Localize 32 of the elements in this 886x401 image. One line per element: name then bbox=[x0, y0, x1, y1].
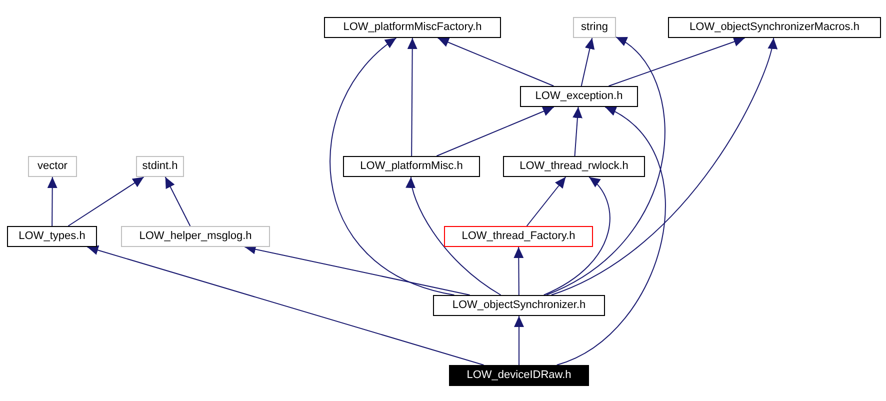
file-box: LOW_objectSynchronizer.h bbox=[433, 295, 605, 316]
file-box: LOW_types.h bbox=[7, 226, 97, 247]
arrow bbox=[580, 38, 595, 86]
file-box: LOW_exception.h bbox=[520, 86, 638, 107]
file-box: LOW_platformMisc.h bbox=[343, 156, 480, 177]
arrow bbox=[86, 245, 484, 366]
arrow bbox=[47, 176, 58, 226]
arrow bbox=[406, 176, 502, 296]
file-box: LOW_thread_rwlock.h bbox=[503, 156, 645, 177]
file-box: LOW_deviceIDRaw.h bbox=[449, 365, 589, 386]
arrow bbox=[514, 246, 524, 296]
arrow bbox=[407, 38, 418, 156]
arrow bbox=[514, 316, 524, 366]
arrow bbox=[526, 176, 566, 226]
file-box: stdint.h bbox=[136, 156, 184, 177]
arrow bbox=[330, 38, 455, 296]
arrow bbox=[572, 106, 582, 156]
arrow bbox=[543, 176, 610, 296]
file-box: vector bbox=[28, 156, 77, 177]
arrow bbox=[546, 36, 666, 296]
file-box: LOW_objectSynchronizerMacros.h bbox=[668, 17, 881, 38]
arrow bbox=[68, 176, 144, 226]
arrow bbox=[436, 106, 554, 156]
arrow bbox=[608, 36, 746, 86]
arrow bbox=[164, 176, 191, 226]
file-box: LOW_platformMiscFactory.h bbox=[324, 17, 501, 38]
file-box: LOW_thread_Factory.h bbox=[444, 226, 593, 247]
arrow bbox=[437, 38, 554, 86]
arrow bbox=[550, 38, 776, 296]
file-box: string bbox=[573, 17, 616, 38]
arrow bbox=[556, 106, 666, 366]
file-box: LOW_helper_msglog.h bbox=[121, 226, 270, 247]
